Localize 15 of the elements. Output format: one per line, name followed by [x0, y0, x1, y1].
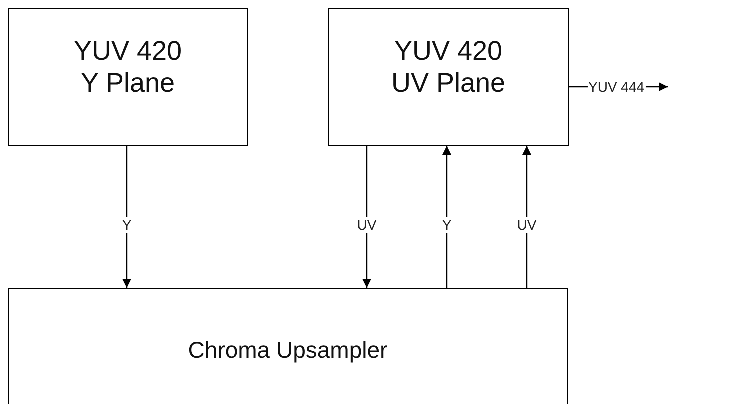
edge-label: Y	[121, 217, 133, 233]
process-box	[8, 288, 568, 404]
box-label: Chroma Upsampler	[188, 336, 388, 364]
arrow	[442, 146, 452, 288]
box-label: YUV 420 UV Plane	[390, 34, 507, 100]
edge-label: UV	[356, 217, 378, 233]
process-box	[8, 8, 248, 146]
edge-label: Y	[441, 217, 453, 233]
arrow	[122, 146, 132, 288]
edge-label: UV	[516, 217, 538, 233]
arrow	[362, 146, 372, 288]
process-box	[328, 8, 569, 146]
arrow	[522, 146, 532, 288]
box-label: YUV 420 Y Plane	[72, 34, 184, 100]
edge-label: YUV 444	[587, 79, 646, 95]
